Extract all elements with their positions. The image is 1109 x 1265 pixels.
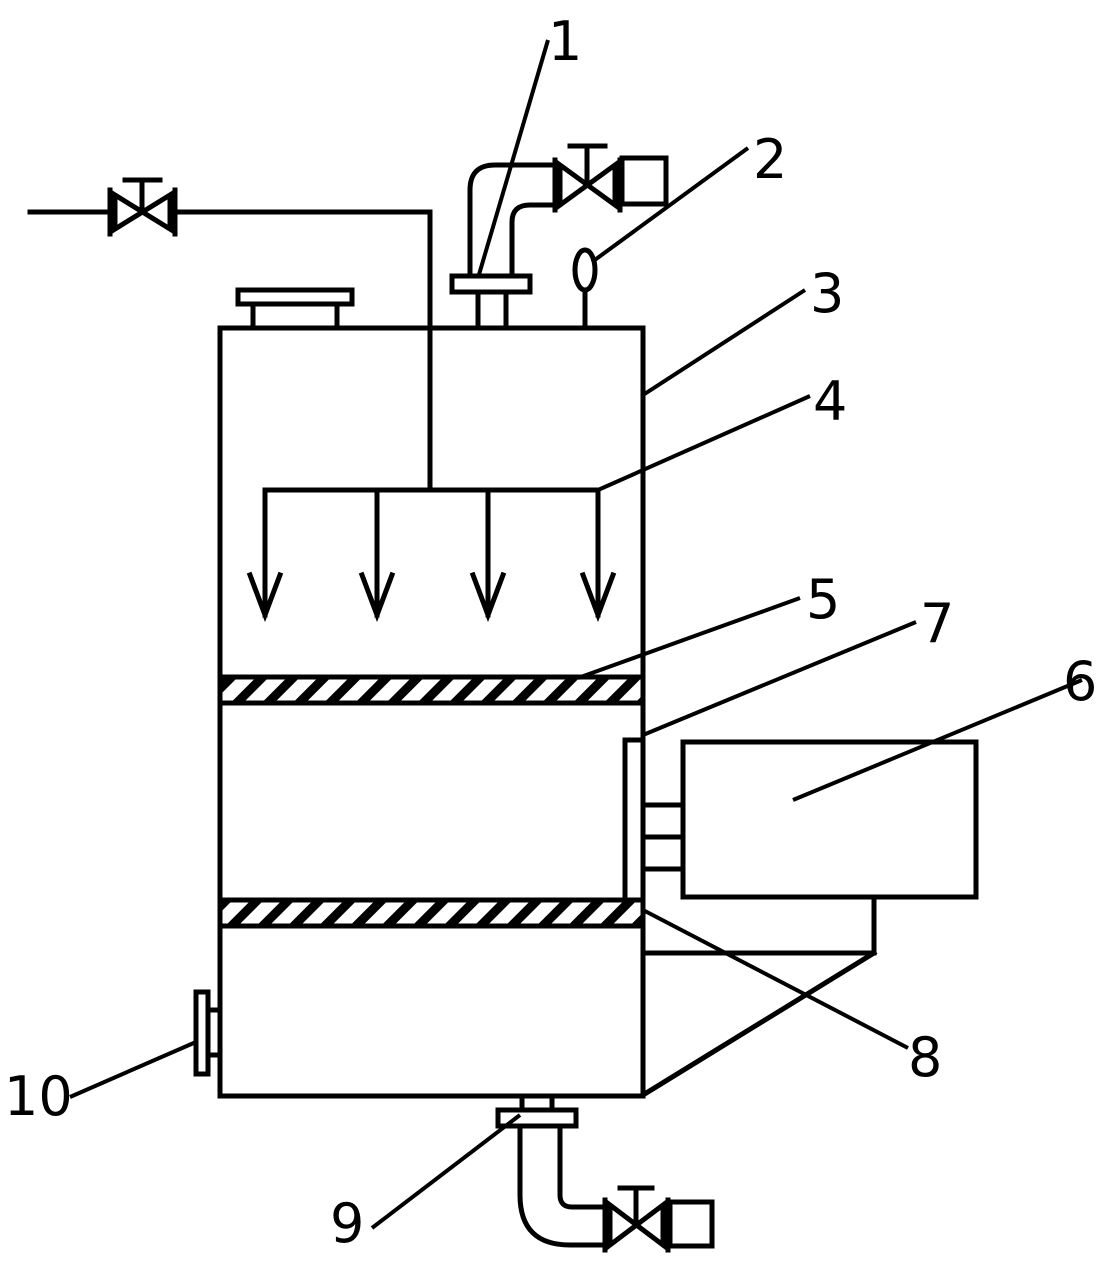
callout-6: 6 [1063,650,1097,713]
collection-hopper [639,894,878,1099]
bottom-drain-pipe [495,1093,715,1249]
top-outlet-pipe [449,155,669,331]
outlet-valve-icon [552,143,623,213]
callout-10: 10 [4,1065,73,1128]
side-port [193,989,223,1077]
feed-valve-icon [107,177,178,237]
drain-valve-icon [602,1185,671,1253]
callout-9: 9 [330,1192,364,1255]
manhole-cover [235,287,355,331]
callout-7: 7 [920,592,954,655]
mounting-plate [622,737,646,903]
lower-filter-layer [217,897,646,929]
callout-5: 5 [806,568,840,631]
pressure-gauge-icon [572,247,598,331]
callout-1: 1 [548,10,582,73]
callout-8: 8 [908,1026,942,1089]
feed-pipe [27,209,433,493]
callout-4: 4 [813,370,847,433]
callout-3: 3 [810,262,844,325]
callout-2: 2 [753,128,787,191]
spray-distributor [246,487,617,623]
upper-filter-layer [217,674,646,706]
coupling [640,802,686,872]
motor-box [680,739,979,900]
leader-lines [69,39,1083,1230]
